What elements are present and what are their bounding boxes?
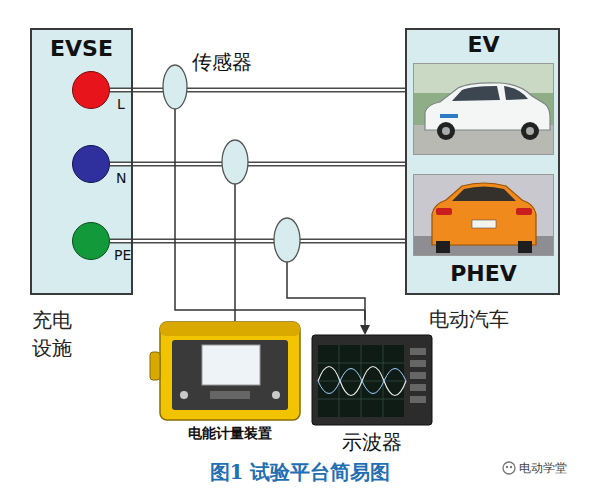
watermark-icon <box>503 462 515 474</box>
car-wheel <box>436 241 450 253</box>
number-plate <box>472 220 496 228</box>
car-window <box>504 86 528 100</box>
car-window <box>452 86 500 101</box>
photo-ground <box>413 63 554 155</box>
car-hub <box>442 127 450 135</box>
scope-grid <box>318 345 404 417</box>
power-wire <box>110 164 405 165</box>
car-rear-window <box>452 187 516 202</box>
meter-case <box>160 322 300 420</box>
phev-photo-frame: PHEV <box>413 174 554 256</box>
sensor-lead <box>175 109 365 310</box>
car-hub <box>526 127 534 135</box>
meter-screen <box>202 345 260 385</box>
node-label: L <box>117 96 125 112</box>
car-wheel <box>521 122 539 140</box>
scope-trace <box>318 367 406 396</box>
node-label: EV <box>414 32 553 57</box>
figure-caption: 图1 试验平台简易图 <box>100 459 500 486</box>
node-label: EVSE <box>32 36 131 61</box>
wire-outline <box>110 239 405 244</box>
scope-screen <box>318 345 404 417</box>
phev-photo <box>413 174 554 256</box>
meter-lid <box>160 322 300 336</box>
scope-trace <box>318 369 406 394</box>
ev-photo-frame: EV <box>413 63 554 155</box>
scope-button <box>410 348 426 355</box>
energy-meter: 电能计量装置 <box>160 322 300 420</box>
tail-light <box>436 208 452 215</box>
oscilloscope: 示波器 <box>312 335 432 425</box>
wire-core <box>110 89 405 91</box>
watermark-icon <box>510 466 512 468</box>
current-sensor <box>274 218 300 262</box>
wire-core <box>110 163 405 165</box>
phase-terminal: L <box>72 71 110 109</box>
earth-terminal: PE <box>72 222 110 260</box>
wire-core <box>110 240 405 242</box>
watermark: 电动学堂 <box>519 460 567 477</box>
energy-meter-device <box>150 322 300 420</box>
neutral-terminal: N <box>72 145 110 183</box>
sensor-lead <box>364 310 366 320</box>
ev-photo <box>413 63 554 155</box>
scope-button <box>410 384 426 391</box>
node-label: 电能计量装置 <box>154 425 306 443</box>
scope-button <box>410 372 426 379</box>
node-label: PHEV <box>414 261 553 286</box>
node-label: 电动汽车 <box>429 306 509 333</box>
meter-knob <box>180 391 188 399</box>
wire-outline <box>110 162 405 167</box>
current-sensor <box>222 140 248 184</box>
evse-panel: EVSE充电 设施LNPE <box>30 28 133 295</box>
current-sensor <box>163 65 187 109</box>
power-wire <box>110 90 405 91</box>
meter-panel <box>172 340 288 410</box>
node-sublabel: 充电 设施 <box>32 306 78 362</box>
scope-button <box>410 360 426 367</box>
meter-knob <box>272 391 280 399</box>
watermark-icon <box>506 466 508 468</box>
car-body <box>432 183 536 245</box>
sensor-label: 传感器 <box>192 49 252 76</box>
scope-case <box>312 335 432 425</box>
car-wheel <box>518 241 532 253</box>
photo-ground <box>413 174 554 256</box>
scope-button <box>410 396 426 403</box>
node-label: 示波器 <box>306 429 438 456</box>
car-wheel <box>437 122 455 140</box>
node-label: N <box>116 170 126 186</box>
node-label: PE <box>114 247 131 263</box>
meter-keys <box>210 391 250 399</box>
car-stripe <box>440 114 458 118</box>
oscilloscope-device <box>312 335 432 425</box>
wire-outline <box>110 88 405 93</box>
vehicle-panel-fill <box>405 28 560 295</box>
tail-light <box>516 208 532 215</box>
sensor-lead <box>287 262 365 333</box>
meter-handle <box>150 352 160 380</box>
sensor-lead <box>234 184 236 321</box>
vehicle-panel: 电动汽车EVPHEV <box>405 28 560 295</box>
power-wire <box>110 241 405 242</box>
